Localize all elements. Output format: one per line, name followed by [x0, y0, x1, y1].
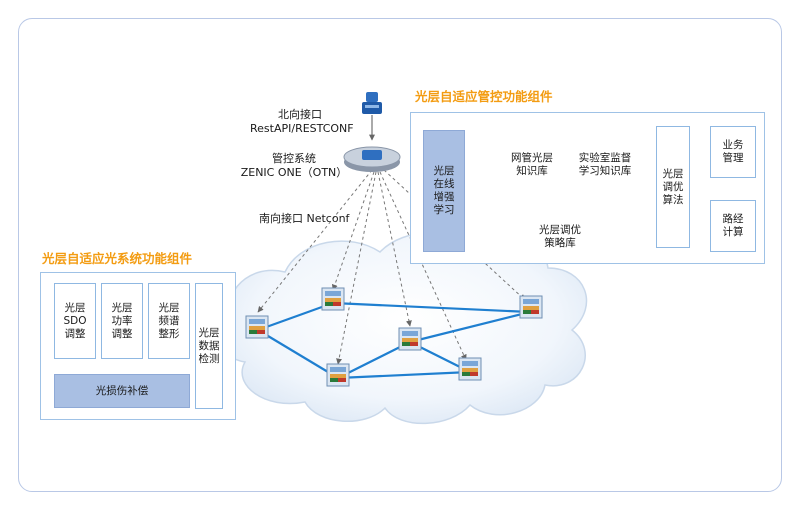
- tuning-algorithm-box: 光层调优算法: [656, 126, 690, 248]
- server-icon: [362, 92, 382, 114]
- route-calculation-box: 路经计算: [710, 200, 756, 252]
- network-node-icon: [245, 315, 269, 339]
- control-lines: [257, 169, 526, 365]
- network-node-icon: [519, 295, 543, 319]
- strategy-label: 光层调优策略库: [539, 224, 581, 249]
- network-node-icon: [321, 287, 345, 311]
- network-node-icon: [326, 363, 350, 387]
- online-learning-box: 光层在线 增强学习: [423, 130, 465, 252]
- adaptive-control-panel: [410, 112, 765, 264]
- right-panel-title: 光层自适应管控功能组件: [415, 89, 553, 104]
- controller-icon: [343, 146, 401, 172]
- business-management-box: 业务管理: [710, 126, 756, 178]
- spectrum-shaping-box: 光层频谱整形: [148, 283, 190, 359]
- left-panel-title: 光层自适应光系统功能组件: [42, 251, 193, 266]
- kb-lab-label: 实验室监督学习知识库: [578, 152, 632, 177]
- outer-frame: [18, 18, 782, 492]
- data-detection-box: 光层数据检测: [195, 283, 223, 409]
- network-node-icon: [458, 357, 482, 381]
- south-interface-label: 南向接口 Netconf: [259, 212, 350, 225]
- kb-net-label: 网管光层知识库: [511, 152, 553, 177]
- power-adjust-box: 光层功率调整: [101, 283, 143, 359]
- network-nodes: [245, 287, 543, 387]
- network-node-icon: [398, 327, 422, 351]
- damage-compensation-box: 光损伤补偿: [54, 374, 190, 408]
